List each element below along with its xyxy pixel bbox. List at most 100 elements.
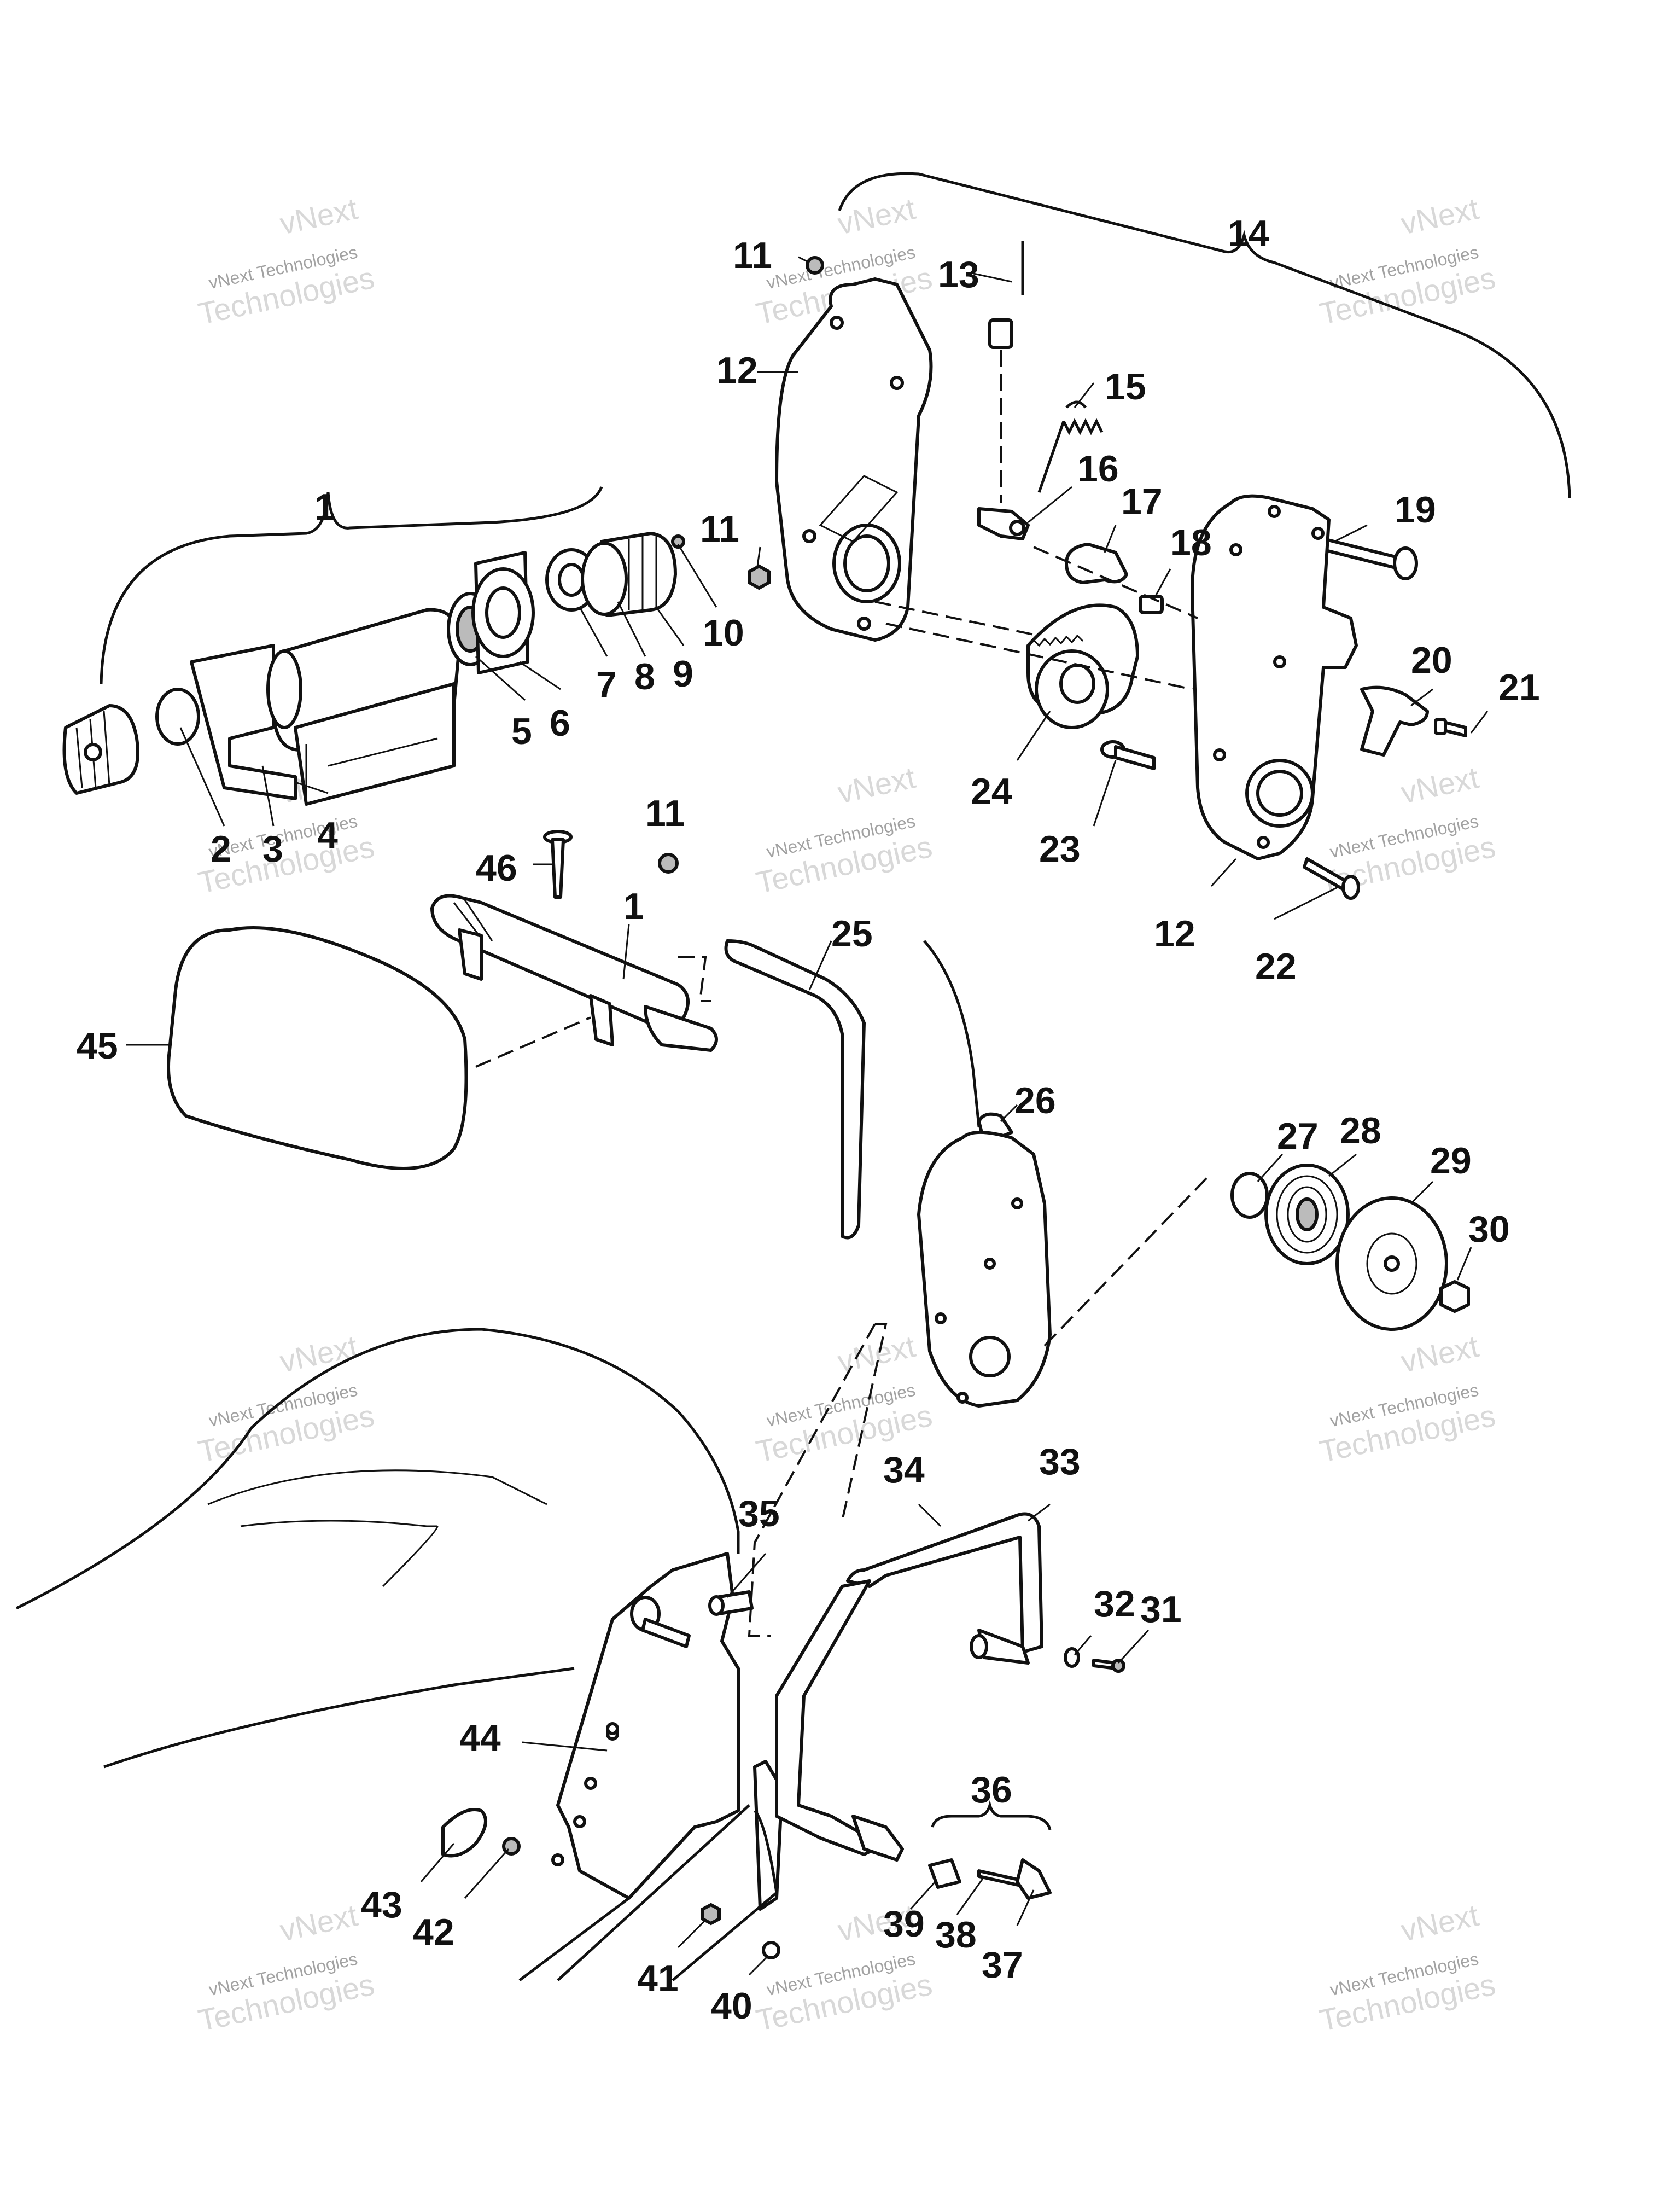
part-41-nut xyxy=(701,1903,721,1926)
part-20-bracket xyxy=(1360,685,1429,757)
callout-44: 44 xyxy=(459,1717,501,1759)
callout-28: 28 xyxy=(1340,1110,1381,1152)
callout-26: 26 xyxy=(1014,1080,1056,1121)
callout-36: 36 xyxy=(971,1769,1012,1811)
callout-11-top: 11 xyxy=(733,235,772,276)
part-16-lever xyxy=(977,507,1030,540)
callout-6: 6 xyxy=(550,702,570,744)
callout-24: 24 xyxy=(971,771,1012,812)
callout-3: 3 xyxy=(262,828,283,870)
callout-12-left: 12 xyxy=(716,350,758,391)
part-19-bolt xyxy=(1322,537,1418,580)
callout-31: 31 xyxy=(1140,1589,1182,1630)
watermark-8: vNext vNext Technologies Technologies xyxy=(753,1329,935,1469)
svg-text:vNext: vNext xyxy=(277,1329,361,1379)
part-21-screw xyxy=(1434,718,1467,737)
part-44-mount-bracket xyxy=(518,1552,784,1981)
callout-11-mid: 11 xyxy=(700,508,739,550)
callout-15: 15 xyxy=(1105,366,1146,408)
assembly-line-35 xyxy=(841,1323,888,1521)
callout-18: 18 xyxy=(1170,522,1212,563)
part-10-screw xyxy=(671,534,685,549)
assembly-line-a xyxy=(874,601,1034,636)
leader-lines xyxy=(126,256,1489,1976)
assembly-line-c xyxy=(1033,546,1198,619)
part-33-34-handle xyxy=(775,1512,1043,1862)
part-9-drum xyxy=(581,532,677,617)
callout-38: 38 xyxy=(935,1914,977,1956)
seat-seam-3 xyxy=(382,1526,439,1587)
callout-11-lower: 11 xyxy=(645,793,685,834)
callout-34: 34 xyxy=(883,1449,925,1491)
part-6-pulley xyxy=(471,551,535,674)
svg-text:vNext: vNext xyxy=(835,191,919,241)
seat-seam-1 xyxy=(207,1469,547,1505)
brace-group-1 xyxy=(100,486,603,684)
part-24-sprocket xyxy=(1026,603,1139,729)
seat-lower-edge xyxy=(103,1667,575,1769)
callout-29: 29 xyxy=(1430,1140,1472,1182)
part-reel-housing xyxy=(266,608,461,806)
watermark-10: vNext vNext Technologies Technologies xyxy=(195,1898,377,2038)
callout-22: 22 xyxy=(1255,946,1297,987)
assembly-line-cover xyxy=(748,1323,876,1637)
part-25-handle xyxy=(724,939,866,1240)
callout-8: 8 xyxy=(634,656,655,697)
callout-42: 42 xyxy=(413,1911,454,1953)
part-27-washer xyxy=(1230,1172,1269,1219)
assembly-line-45 xyxy=(475,1016,591,1068)
callout-33: 33 xyxy=(1039,1441,1081,1482)
part-3-washer xyxy=(155,688,200,746)
callout-5: 5 xyxy=(511,711,532,752)
svg-text:vNext: vNext xyxy=(835,760,919,810)
part-17-pawl xyxy=(1065,543,1128,584)
svg-text:vNext: vNext xyxy=(1398,191,1482,241)
brace-group-14 xyxy=(838,172,1571,498)
part-28-spring xyxy=(1264,1164,1350,1265)
part-11-nut-mid xyxy=(748,564,771,590)
part-31-screw xyxy=(1092,1659,1125,1673)
callout-35: 35 xyxy=(738,1493,780,1534)
part-2-end-grip xyxy=(62,704,139,795)
svg-text:vNext: vNext xyxy=(1398,1898,1482,1947)
callout-17: 17 xyxy=(1121,481,1163,522)
part-15-spring xyxy=(1037,400,1104,493)
part-12-outer-chaincase xyxy=(1191,494,1358,860)
watermark-1: vNext vNext Technologies Technologies xyxy=(195,191,377,331)
part-37-wing-knob xyxy=(977,1858,1052,1900)
assembly-line-27 xyxy=(1043,1175,1210,1347)
callout-14: 14 xyxy=(1228,213,1269,254)
callout-20: 20 xyxy=(1411,639,1452,681)
callout-39: 39 xyxy=(883,1903,925,1945)
svg-text:vNext: vNext xyxy=(277,191,361,241)
callout-45: 45 xyxy=(77,1025,118,1067)
part-22-bolt xyxy=(1303,857,1360,900)
watermark-12: vNext vNext Technologies Technologies xyxy=(1316,1898,1498,2038)
watermark-5: vNext vNext Technologies Technologies xyxy=(753,760,935,900)
svg-text:vNext: vNext xyxy=(835,1329,919,1379)
callout-21: 21 xyxy=(1498,667,1540,708)
callout-43: 43 xyxy=(361,1884,402,1926)
part-35-stud xyxy=(641,1590,754,1648)
callout-1-top: 1 xyxy=(314,486,335,528)
callout-27: 27 xyxy=(1277,1115,1319,1157)
part-26-cover-with-cable xyxy=(917,940,1052,1408)
callout-41: 41 xyxy=(637,1958,679,1999)
part-30-nut xyxy=(1439,1280,1470,1313)
part-11-nut-top xyxy=(806,256,824,275)
part-12-inner-chaincase xyxy=(775,277,933,642)
callout-30: 30 xyxy=(1468,1208,1510,1250)
callout-12-right: 12 xyxy=(1154,913,1195,955)
svg-text:vNext: vNext xyxy=(277,1898,361,1947)
callout-23: 23 xyxy=(1039,828,1081,870)
part-45-pad xyxy=(167,926,468,1170)
part-11-nut-lower xyxy=(658,853,679,874)
svg-text:vNext: vNext xyxy=(1398,760,1482,810)
callout-10: 10 xyxy=(703,612,744,654)
seat-seam-2 xyxy=(240,1520,438,1527)
callout-4: 4 xyxy=(317,815,338,856)
watermark-9: vNext vNext Technologies Technologies xyxy=(1316,1329,1498,1469)
callout-1-mid: 1 xyxy=(623,886,644,927)
callout-25: 25 xyxy=(831,913,873,955)
